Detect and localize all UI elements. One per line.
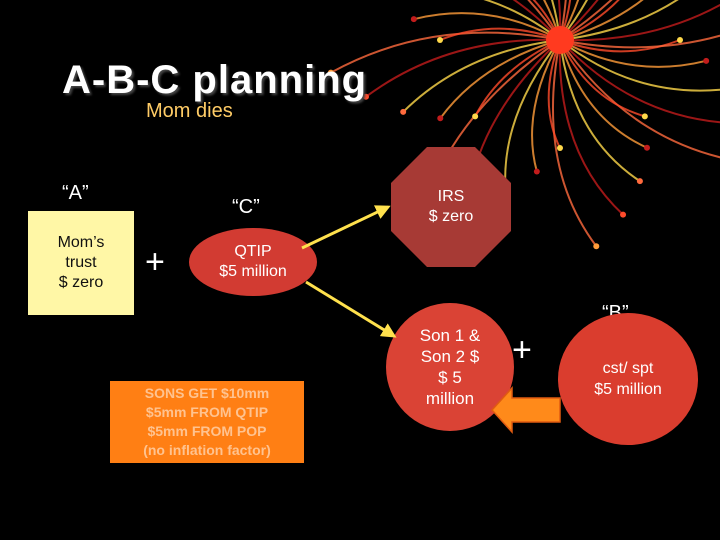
firework-spark: [677, 37, 683, 43]
firework-streak: [557, 0, 562, 41]
slide-title: A-B-C planning: [62, 58, 368, 102]
firework-spark: [641, 113, 648, 120]
irs-line-2: $ zero: [428, 208, 474, 225]
firework-streak: [559, 0, 588, 41]
firework-spark: [703, 57, 710, 64]
firework-streak: [559, 34, 720, 49]
firework-spark: [593, 243, 600, 250]
qtip-line-1: QTIP: [234, 243, 272, 260]
qtip-ellipse: QTIP $5 million: [189, 228, 317, 296]
moms-trust-line-2: trust: [65, 254, 97, 271]
firework-streak: [559, 39, 707, 68]
firework-streak: [512, 0, 561, 41]
firework-streak: [542, 0, 561, 41]
firework-streak: [330, 31, 561, 74]
firework-streak: [559, 0, 644, 41]
firework-spark: [410, 16, 417, 23]
irs-octagon: IRS $ zero: [391, 147, 511, 267]
summary-line-3: $5mm FROM POP: [147, 423, 267, 439]
firework-spark: [362, 93, 369, 100]
firework-streak: [402, 39, 561, 113]
firework-streak: [558, 39, 624, 216]
firework-streak: [552, 39, 598, 247]
fireworks-burst: [327, 0, 720, 250]
b-line-1: cst/ spt: [602, 360, 654, 377]
firework-spark: [437, 37, 443, 43]
moms-trust-line-3: $ zero: [58, 274, 104, 291]
b-line-2: $5 million: [594, 381, 662, 398]
firework-streak: [559, 39, 720, 124]
irs-line-1: IRS: [437, 188, 465, 205]
firework-streak: [365, 38, 561, 98]
sons-line-1: Son 1 &: [419, 326, 481, 345]
firework-spark: [620, 211, 627, 218]
firework-streak: [439, 27, 561, 41]
firework-spark: [472, 113, 479, 120]
sons-circle: Son 1 & Son 2 $ $ 5 million: [386, 303, 514, 431]
firework-streak: [504, 39, 561, 191]
firework-streak: [531, 39, 561, 172]
plus-sign-sons-b: +: [512, 331, 532, 369]
summary-line-4: (no inflation factor): [143, 442, 271, 458]
firework-streak: [559, 0, 567, 41]
firework-streak: [559, 39, 641, 182]
summary-box: SONS GET $10mm $5mm FROM QTIP $5mm FROM …: [110, 381, 304, 463]
firework-streak: [547, 39, 561, 149]
firework-streak: [559, 39, 648, 149]
firework-streak: [559, 0, 613, 41]
a-quote-label: “A”: [62, 182, 89, 204]
firework-streak: [559, 39, 681, 53]
firework-streak: [439, 39, 561, 119]
firework-streak: [559, 0, 599, 41]
moms-trust-line-1: Mom’s: [57, 234, 105, 251]
firework-streak: [559, 39, 646, 118]
firework-streak: [559, 3, 720, 42]
qtip-line-2: $5 million: [219, 263, 287, 280]
firework-streak: [483, 0, 561, 41]
sons-line-4: million: [425, 389, 475, 408]
firework-spark: [643, 144, 650, 151]
credit-shelter-circle: cst/ spt $5 million: [558, 313, 698, 445]
firework-streak: [550, 0, 561, 41]
firework-core: [546, 26, 574, 54]
firework-streak: [413, 12, 561, 41]
sons-line-2: Son 2 $: [420, 347, 480, 366]
firework-streak: [559, 0, 580, 41]
moms-trust-box: Mom’s trust $ zero: [28, 211, 134, 315]
firework-streak: [527, 0, 561, 41]
summary-line-1: SONS GET $10mm: [144, 385, 270, 401]
firework-spark: [327, 69, 334, 76]
firework-streak: [559, 0, 679, 41]
summary-line-2: $5mm FROM QTIP: [145, 404, 269, 420]
plus-sign-a-c: +: [145, 243, 165, 281]
firework-streak: [559, 39, 720, 159]
firework-spark: [400, 108, 407, 115]
c-quote-label: “C”: [232, 196, 260, 218]
firework-spark: [636, 178, 643, 185]
firework-spark: [437, 115, 444, 122]
firework-streak: [559, 39, 720, 92]
firework-spark: [557, 145, 563, 151]
firework-spark: [533, 168, 540, 175]
sons-line-3: $ 5: [438, 368, 462, 387]
firework-streak: [532, 0, 561, 41]
slide-subtitle: Mom dies: [146, 100, 233, 122]
